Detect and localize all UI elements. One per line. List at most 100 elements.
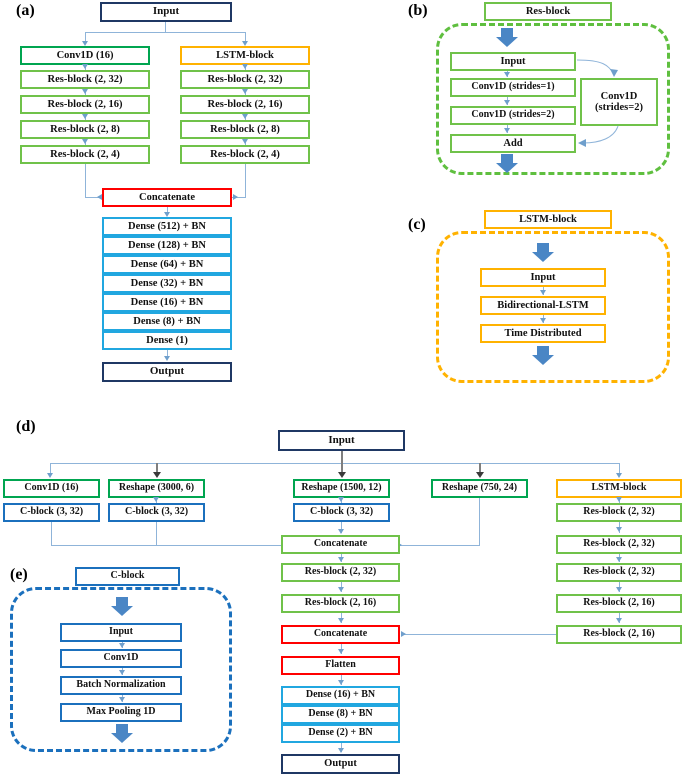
panel-a-dense-2: Dense (64) + BN [102,255,232,274]
connector [51,545,286,546]
connector [479,498,480,545]
panel-label-c: (c) [408,216,426,233]
panel-b-conv-s2: Conv1D (strides=2) [450,106,576,125]
panel-c-container [436,231,670,383]
panel-d-flatten: Flatten [281,656,400,675]
panel-a-dense-5: Dense (8) + BN [102,312,232,331]
arrow-head-icon [615,587,622,592]
panel-e-title: C-block [75,567,180,586]
arrow-head-icon [152,497,159,502]
panel-d-col2-top: Reshape (1500, 12) [293,479,390,498]
connector [232,197,246,198]
arrow-head-icon [241,64,248,69]
panel-b-skip-connections [576,59,619,147]
panel-e-conv1d: Conv1D [60,649,182,668]
panel-d-col1-top: Reshape (3000, 6) [108,479,205,498]
panel-b-shortcut: Conv1D (strides=2) [580,78,658,126]
panel-c-bilstm: Bidirectional-LSTM [480,296,606,315]
panel-e-maxpool: Max Pooling 1D [60,703,182,722]
arrow-head-icon [338,472,346,478]
connector [156,522,157,545]
connector [245,32,246,41]
panel-d-right-0: Res-block (2, 32) [556,503,682,522]
arrow-head-icon [46,473,53,478]
panel-d-col4-top: LSTM-block [556,479,682,498]
panel-d-concatenate-2: Concatenate [281,625,400,644]
connector [245,164,246,197]
panel-d-right-1: Res-block (2, 32) [556,535,682,554]
connector [619,463,620,475]
block-arrow-down-icon [496,154,518,173]
arrow-head-icon [97,193,102,200]
panel-b-shortcut-line1: Conv1D [600,90,638,102]
arrow-head-icon [153,472,161,478]
block-arrow-down-icon [496,28,518,47]
panel-d-input: Input [278,430,405,451]
panel-label-a: (a) [16,2,35,19]
arrow-head-icon [615,497,622,502]
panel-a-right-4: Res-block (2, 4) [180,145,310,164]
arrow-head-icon [476,472,484,478]
panel-d-col0-second: C-block (3, 32) [3,503,100,522]
arrow-head-icon [241,139,248,144]
arrow-head-icon [163,356,170,361]
block-arrow-down-icon [532,346,554,365]
arrow-head-icon [81,89,88,94]
panel-a-dense-6: Dense (1) [102,331,232,350]
panel-e-container [10,587,232,752]
arrow-head-icon [337,557,344,562]
connector [341,451,343,463]
panel-d-resblock-1: Res-block (2, 32) [281,563,400,582]
arrow-head-icon [503,128,510,133]
arrow-head-icon [241,114,248,119]
panel-c-input: Input [480,268,606,287]
panel-a-left-1: Res-block (2, 32) [20,70,150,89]
connector [397,545,480,546]
panel-a-output: Output [102,362,232,382]
connector [167,207,168,215]
panel-d-concatenate-1: Concatenate [281,535,400,554]
block-arrow-down-icon [532,243,554,262]
panel-e-input: Input [60,623,182,642]
arrow-head-icon [615,527,622,532]
connector [85,197,100,198]
arrow-head-icon [539,290,546,295]
panel-d-dense-0: Dense (16) + BN [281,686,400,705]
panel-c-timedist: Time Distributed [480,324,606,343]
arrow-head-icon [539,318,546,323]
arrow-head-icon [241,41,248,46]
arrow-head-icon [81,41,88,46]
panel-a-right-3: Res-block (2, 8) [180,120,310,139]
panel-b-conv-s1: Conv1D (strides=1) [450,78,576,97]
panel-a-dense-1: Dense (128) + BN [102,236,232,255]
panel-label-b: (b) [408,2,428,19]
panel-label-e: (e) [10,566,28,583]
arrow-head-icon [163,212,170,217]
panel-c-title: LSTM-block [484,210,612,229]
block-arrow-down-icon [111,724,133,743]
panel-e-batchnorm: Batch Normalization [60,676,182,695]
block-arrow-down-icon [111,597,133,616]
arrow-head-icon [81,114,88,119]
connector [479,463,481,475]
arrow-head-icon [233,193,238,200]
arrow-head-icon [503,72,510,77]
arrow-head-icon [241,89,248,94]
arrow-head-icon [337,587,344,592]
arrow-head-icon [615,557,622,562]
arrow-head-icon [81,64,88,69]
panel-d-resblock-2: Res-block (2, 16) [281,594,400,613]
arrow-head-icon [118,697,125,702]
arrow-head-icon [337,649,344,654]
arrow-head-icon [118,643,125,648]
arrow-head-icon [503,100,510,105]
panel-b-title: Res-block [484,2,612,21]
connector [341,743,342,752]
panel-a-left-4: Res-block (2, 4) [20,145,150,164]
panel-a-left-3: Res-block (2, 8) [20,120,150,139]
panel-b-input: Input [450,52,576,71]
panel-a-dense-4: Dense (16) + BN [102,293,232,312]
panel-d-col0-top: Conv1D (16) [3,479,100,498]
panel-a-input: Input [100,2,232,22]
